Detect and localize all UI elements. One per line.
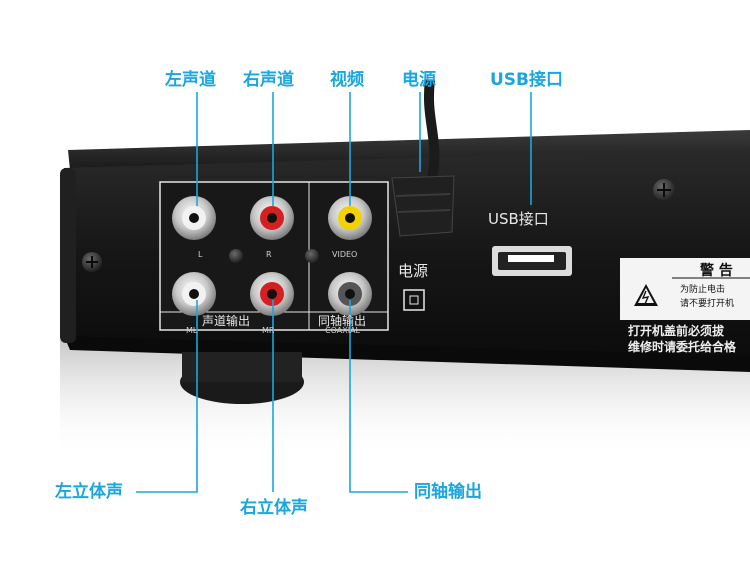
jack-video bbox=[328, 196, 372, 240]
warning-sticker bbox=[620, 258, 750, 320]
warning-foot-1: 打开机盖前必须拔 bbox=[628, 324, 725, 338]
callout-right-stereo: 右立体声 bbox=[240, 498, 308, 518]
jack-label-video: VIDEO bbox=[332, 250, 358, 259]
panel-screw bbox=[229, 249, 243, 263]
jack-coaxial bbox=[328, 272, 372, 316]
callout-lines bbox=[136, 92, 532, 493]
callout-right-channel: 右声道 bbox=[243, 70, 294, 90]
callout-left-stereo: 左立体声 bbox=[55, 482, 123, 502]
warning-foot-2: 维修时请委托给合格 bbox=[628, 340, 737, 354]
jack-right-stereo bbox=[250, 272, 294, 316]
jack-label-ml: ML bbox=[186, 326, 198, 335]
screw-right bbox=[653, 179, 675, 201]
jack-label-l: L bbox=[198, 250, 203, 259]
panel-power-label: 电源 bbox=[398, 262, 429, 280]
jack-label-r: R bbox=[266, 250, 272, 259]
panel-screw bbox=[305, 249, 319, 263]
jack-left-stereo bbox=[172, 272, 216, 316]
callout-coaxial-out: 同轴输出 bbox=[414, 482, 482, 502]
device-bottom-lip bbox=[64, 336, 750, 372]
jack-right-channel bbox=[250, 196, 294, 240]
callout-video: 视频 bbox=[330, 70, 364, 90]
jack-label-coaxial: COAXIAL bbox=[325, 326, 360, 335]
jack-label-mr: MR bbox=[262, 326, 275, 335]
callout-usb: USB接口 bbox=[490, 70, 564, 90]
callout-left-channel: 左声道 bbox=[165, 70, 216, 90]
warning-title: 警 告 bbox=[700, 263, 733, 279]
warning-line-1: 为防止电击 bbox=[680, 285, 726, 295]
power-symbol-icon bbox=[403, 289, 425, 311]
jack-left-channel bbox=[172, 196, 216, 240]
device-top-edge bbox=[68, 130, 750, 170]
power-cable bbox=[423, 79, 440, 180]
callout-power: 电源 bbox=[402, 70, 436, 90]
panel-usb-label: USB接口 bbox=[488, 210, 549, 228]
power-plug bbox=[391, 175, 455, 237]
screw-left bbox=[82, 252, 102, 272]
device-side bbox=[60, 168, 76, 343]
panel-coaxial-out: 同轴输出 bbox=[318, 314, 367, 328]
device-foot-body bbox=[182, 352, 302, 382]
warning-line-2: 请不要打开机 bbox=[680, 299, 735, 309]
panel-audio-out: 声道输出 bbox=[202, 314, 251, 328]
